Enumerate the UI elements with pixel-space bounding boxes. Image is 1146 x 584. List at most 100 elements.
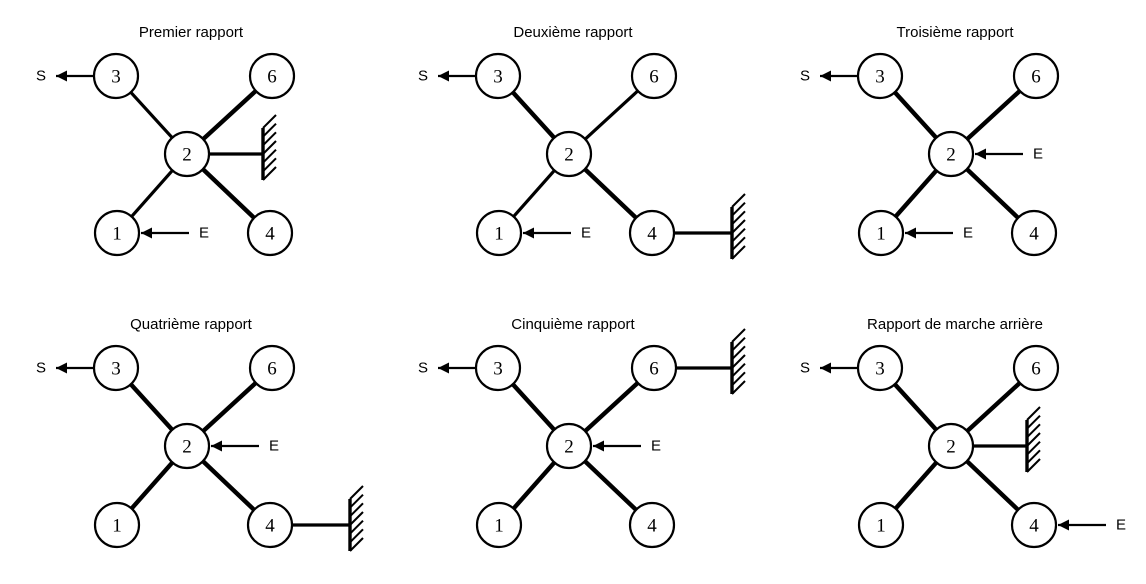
node-1: 1 <box>857 501 905 549</box>
ground-hatch <box>262 131 277 147</box>
input-arrow-head <box>141 227 152 239</box>
node-circle <box>856 344 904 392</box>
node-4: 4 <box>246 209 294 257</box>
node-label: 6 <box>267 67 277 88</box>
input-arrow-head <box>211 440 222 452</box>
input-label: E <box>199 225 209 242</box>
node-3: 3 <box>474 52 522 100</box>
node-label: 4 <box>647 516 657 537</box>
ground-hatch <box>1026 458 1041 473</box>
panel-title: Cinquième rapport <box>511 316 635 333</box>
node-label: 4 <box>647 224 657 245</box>
input-arrow-head <box>1058 519 1069 531</box>
node-1: 1 <box>475 209 523 257</box>
ground-hatch <box>1026 414 1041 430</box>
node-circle <box>163 422 211 470</box>
node-label: 2 <box>946 145 956 166</box>
ground-hatch <box>262 166 277 181</box>
output-label: S <box>800 360 810 377</box>
node-circle <box>545 130 593 178</box>
output-arrow-S: S <box>800 68 857 85</box>
output-arrow-head <box>438 362 449 374</box>
node-label: 1 <box>494 224 504 245</box>
node-3: 3 <box>92 344 140 392</box>
link-n6-n2 <box>583 89 640 141</box>
node-circle <box>630 52 678 100</box>
input-arrow-n1: E <box>141 225 209 242</box>
node-circle <box>1010 501 1058 549</box>
node-circle <box>630 344 678 392</box>
link-n1-n2 <box>129 460 175 511</box>
ground-hatch <box>731 193 746 208</box>
ground-hatch <box>1026 449 1041 465</box>
node-label: 3 <box>875 67 885 88</box>
link-n1-n2 <box>129 168 175 219</box>
input-label: E <box>963 225 973 242</box>
link-n1-n2 <box>893 460 939 511</box>
node-2: 2 <box>163 422 211 470</box>
ground-hatch <box>731 336 746 352</box>
link-n3-n2 <box>510 90 557 140</box>
ground-hatch <box>349 537 364 552</box>
ground-hatch <box>731 380 746 395</box>
ground-hatch <box>731 354 746 369</box>
output-label: S <box>36 360 46 377</box>
ground-hatch <box>731 371 746 387</box>
ground-hatch <box>349 519 364 535</box>
ground-hatch <box>731 362 746 378</box>
output-arrow-S: S <box>36 360 93 377</box>
link-n3-n2 <box>128 90 175 140</box>
output-arrow-S: S <box>800 360 857 377</box>
link-n4-n2 <box>200 458 257 513</box>
link-n4-n2 <box>964 458 1021 513</box>
ground-hatch <box>262 157 277 173</box>
node-label: 4 <box>1029 516 1039 537</box>
panel-troisieme: Troisième rapport 3 6 2 1 4 S E E <box>764 0 1146 292</box>
node-2: 2 <box>163 130 211 178</box>
node-circle <box>1012 52 1060 100</box>
input-arrow-n2: E <box>593 438 661 455</box>
input-arrow-n2: E <box>211 438 279 455</box>
node-label: 4 <box>265 516 275 537</box>
input-label: E <box>269 438 279 455</box>
link-n1-n2 <box>511 168 557 219</box>
node-6: 6 <box>1012 344 1060 392</box>
output-arrow-head <box>438 70 449 82</box>
ground-hatch <box>262 148 277 164</box>
node-label: 3 <box>493 359 503 380</box>
node-circle <box>248 52 296 100</box>
ground-hatch <box>731 328 746 343</box>
panel-title: Deuxième rapport <box>513 24 633 41</box>
output-arrow-S: S <box>418 68 475 85</box>
node-6: 6 <box>630 52 678 100</box>
output-label: S <box>800 68 810 85</box>
input-label: E <box>581 225 591 242</box>
node-1: 1 <box>93 209 141 257</box>
node-circle <box>628 501 676 549</box>
node-1: 1 <box>857 209 905 257</box>
node-label: 1 <box>876 516 886 537</box>
node-6: 6 <box>248 52 296 100</box>
link-n6-n2 <box>582 380 641 434</box>
node-label: 6 <box>1031 67 1041 88</box>
node-4: 4 <box>1010 501 1058 549</box>
node-label: 2 <box>564 145 574 166</box>
ground-symbol-n2 <box>209 114 277 181</box>
ground-hatch <box>731 245 746 260</box>
node-label: 2 <box>564 437 574 458</box>
node-1: 1 <box>93 501 141 549</box>
panel-title: Troisième rapport <box>896 24 1014 41</box>
node-4: 4 <box>1010 209 1058 257</box>
input-arrow-head <box>905 227 916 239</box>
link-n3-n2 <box>892 382 939 432</box>
node-2: 2 <box>927 422 975 470</box>
node-circle <box>248 344 296 392</box>
link-n6-n2 <box>964 380 1023 434</box>
input-label: E <box>1033 146 1043 163</box>
ground-hatch <box>731 345 746 361</box>
node-circle <box>474 344 522 392</box>
